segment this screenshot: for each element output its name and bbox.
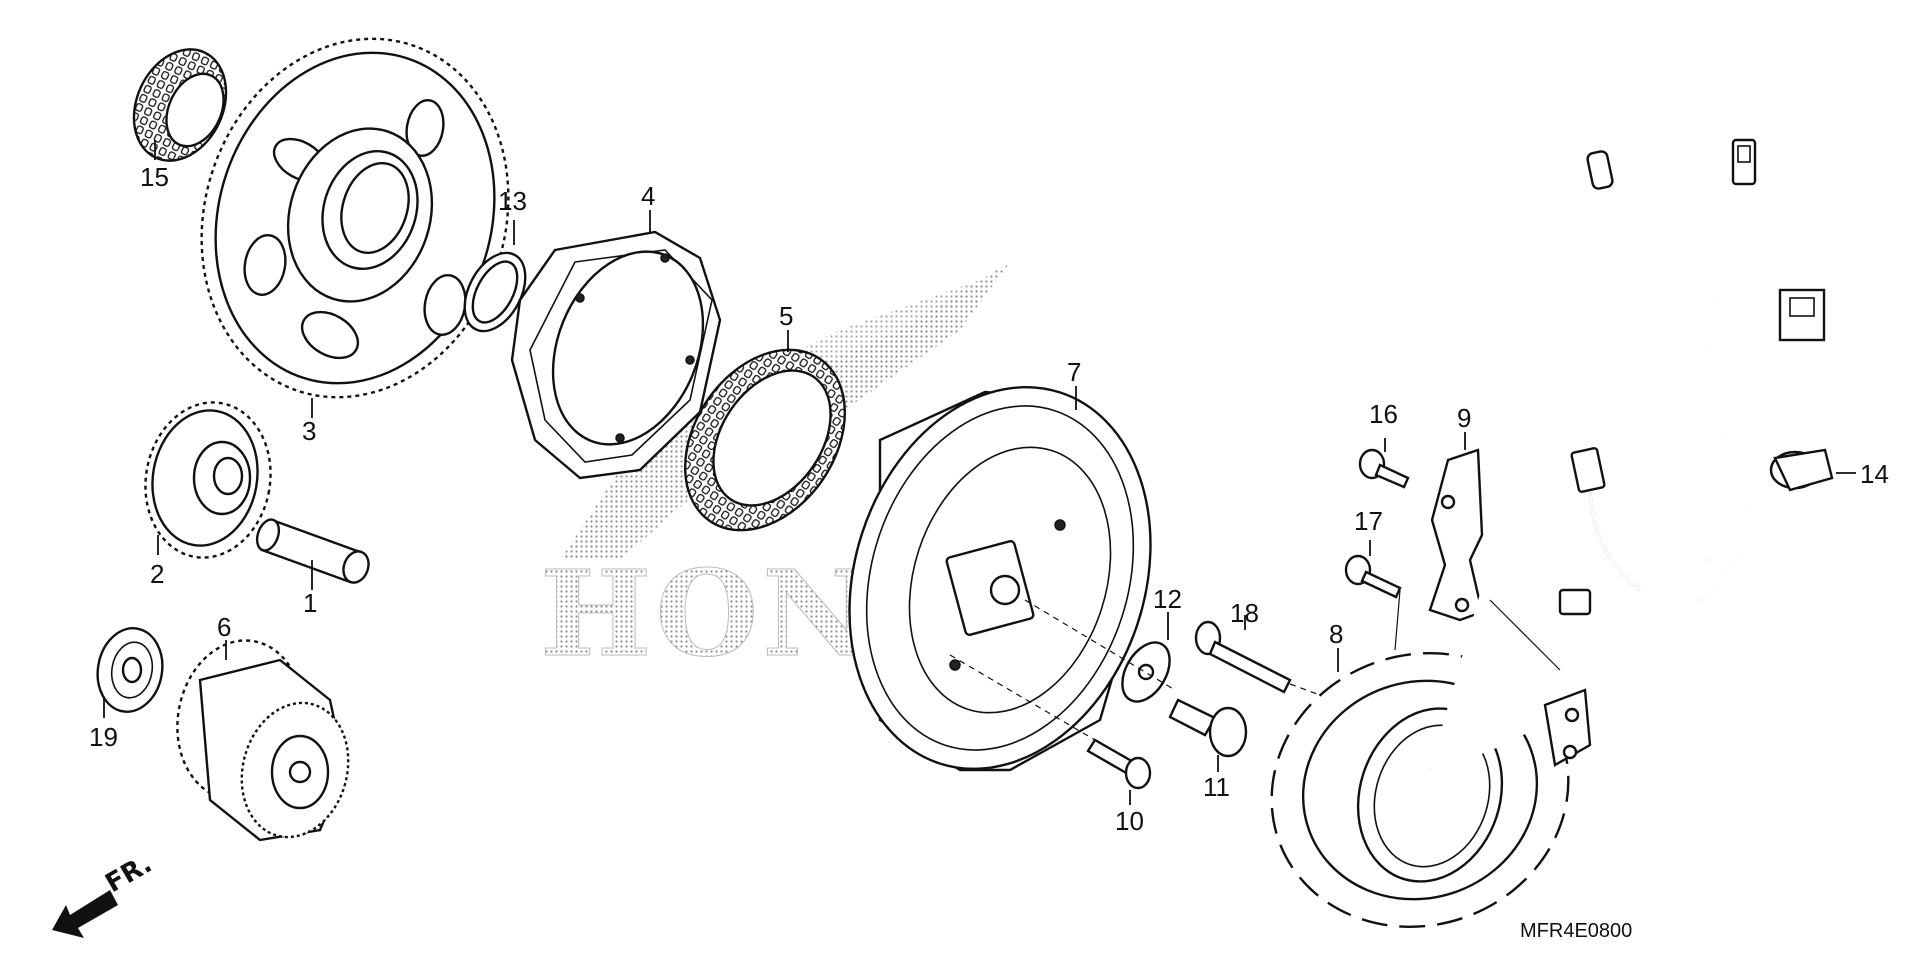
front-direction-arrow: FR. [52, 849, 157, 938]
part-9-bracket [1428, 432, 1484, 622]
part-3-starter-driven-gear [200, 37, 510, 418]
callout-7: 7 [1067, 357, 1081, 387]
callout-4: 4 [641, 181, 655, 211]
part-7-flywheel [848, 386, 1152, 772]
part-10-bolt [949, 654, 1152, 805]
callout-12: 12 [1153, 584, 1182, 614]
part-5-sprag-clutch [683, 330, 847, 532]
callout-9: 9 [1457, 403, 1471, 433]
callout-13: 13 [498, 186, 527, 216]
callout-5: 5 [779, 301, 793, 331]
callout-3: 3 [302, 416, 316, 446]
part-12-washer [1121, 612, 1171, 703]
callout-18: 18 [1230, 598, 1259, 628]
callout-16: 16 [1369, 399, 1398, 429]
part-6-starter-clutch-assembly [176, 639, 350, 842]
part-15-needle-bearing [132, 48, 228, 162]
callout-19: 19 [89, 722, 118, 752]
part-18-bolt [1194, 615, 1321, 696]
callout-2: 2 [150, 559, 164, 589]
wire-harness [1394, 138, 1826, 772]
callout-8: 8 [1329, 619, 1343, 649]
part-4-clutch-outer [510, 210, 722, 480]
part-17-bolt [1344, 540, 1402, 599]
part-11-flange-bolt [1024, 599, 1248, 772]
callout-6: 6 [217, 612, 231, 642]
part-16-bolt [1358, 438, 1410, 489]
part-2-idle-gear [144, 401, 272, 559]
part-13-washer [463, 220, 527, 333]
diagram-code: MFR4E0800 [1520, 920, 1632, 942]
part-19-bearing [96, 627, 164, 718]
callout-17: 17 [1354, 506, 1383, 536]
callout-1: 1 [303, 588, 317, 618]
callout-11: 11 [1203, 772, 1230, 802]
callout-14: 14 [1860, 459, 1889, 489]
part-14-clamp [1769, 448, 1856, 492]
callout-labels: 15 3 13 4 5 7 2 1 6 19 12 18 8 10 11 16 … [89, 162, 1889, 942]
part-1-shaft [255, 518, 370, 590]
callout-15: 15 [140, 162, 169, 192]
callout-10: 10 [1115, 806, 1144, 836]
